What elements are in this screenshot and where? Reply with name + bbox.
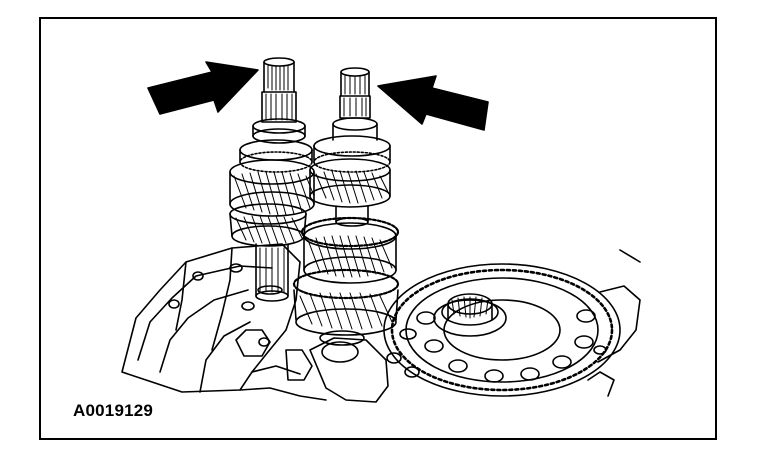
input-shaft bbox=[229, 57, 315, 302]
figure-id-label: A0019129 bbox=[73, 401, 154, 420]
arrow-right-icon bbox=[147, 61, 259, 115]
arrow-left-icon bbox=[377, 75, 489, 131]
main-shaft bbox=[292, 67, 400, 346]
transmission-case bbox=[121, 243, 389, 403]
differential-ring-gear bbox=[383, 249, 641, 397]
